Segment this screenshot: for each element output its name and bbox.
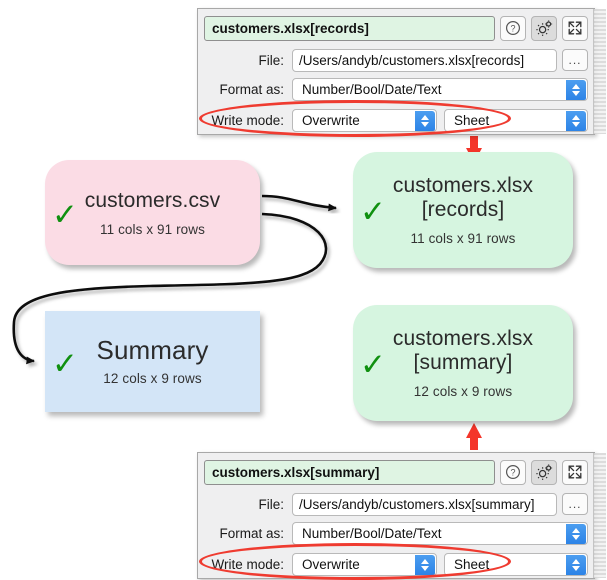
settings-button[interactable] [531, 15, 557, 41]
write-mode-label: Write mode: [211, 556, 284, 572]
check-icon: ✓ [360, 193, 386, 230]
node-subtitle: 11 cols x 91 rows [410, 231, 516, 246]
edge-csv-to-records [261, 194, 337, 212]
panel-title-row: customers.xlsx[records] ? [204, 15, 588, 41]
node-subtitle: 12 cols x 9 rows [413, 384, 513, 399]
write-scope-select[interactable]: Sheet [444, 552, 588, 576]
format-as-select[interactable]: Number/Bool/Date/Text [292, 77, 588, 101]
settings-button[interactable] [531, 459, 557, 485]
node-title: customers.csv [84, 188, 221, 212]
stepper-icon[interactable] [566, 110, 586, 131]
write-mode-select[interactable]: Overwrite [292, 108, 437, 132]
stepper-icon[interactable] [415, 554, 435, 575]
format-as-value: Number/Bool/Date/Text [302, 525, 442, 541]
write-mode-row: Write mode: Overwrite Sheet [204, 108, 588, 132]
svg-text:?: ? [510, 23, 515, 33]
format-as-value: Number/Bool/Date/Text [302, 81, 442, 97]
node-customers-xlsx-records[interactable]: ✓ customers.xlsx [records] 11 cols x 91 … [353, 152, 573, 268]
properties-panel-records: customers.xlsx[records] ? [197, 8, 606, 135]
file-path-input[interactable]: /Users/andyb/customers.xlsx[records] [292, 48, 557, 72]
help-icon: ? [505, 20, 521, 36]
svg-text:?: ? [510, 467, 515, 477]
help-icon: ? [505, 464, 521, 480]
expand-icon [568, 465, 582, 479]
check-icon: ✓ [360, 346, 386, 383]
stepper-icon[interactable] [566, 554, 586, 575]
check-icon: ✓ [52, 345, 78, 382]
check-icon: ✓ [52, 196, 78, 233]
node-customers-csv[interactable]: ✓ customers.csv 11 cols x 91 rows [45, 160, 260, 265]
stepper-icon[interactable] [566, 79, 586, 100]
file-row: File: /Users/andyb/customers.xlsx[record… [204, 48, 588, 72]
write-scope-value: Sheet [454, 556, 490, 572]
browse-button[interactable]: ... [562, 493, 588, 515]
panel-scrollbar[interactable] [593, 453, 606, 578]
write-mode-label: Write mode: [211, 112, 284, 128]
format-as-row: Format as: Number/Bool/Date/Text [204, 521, 588, 545]
file-label: File: [258, 496, 284, 512]
file-row: File: /Users/andyb/customers.xlsx[summar… [204, 492, 588, 516]
format-as-label: Format as: [219, 81, 284, 97]
write-scope-value: Sheet [454, 112, 490, 128]
browse-button[interactable]: ... [562, 49, 588, 71]
format-as-select[interactable]: Number/Bool/Date/Text [292, 521, 588, 545]
help-button[interactable]: ? [500, 459, 526, 485]
edge-csv-to-summary [12, 212, 328, 365]
format-as-row: Format as: Number/Bool/Date/Text [204, 77, 588, 101]
write-mode-value: Overwrite [302, 112, 360, 128]
node-customers-xlsx-summary[interactable]: ✓ customers.xlsx [summary] 12 cols x 9 r… [353, 305, 573, 421]
file-path-input[interactable]: /Users/andyb/customers.xlsx[summary] [292, 492, 557, 516]
node-title: Summary [96, 334, 209, 365]
help-button[interactable]: ? [500, 15, 526, 41]
write-scope-select[interactable]: Sheet [444, 108, 588, 132]
node-title: customers.xlsx [records] [392, 174, 534, 221]
red-arrow-up-icon [466, 423, 482, 450]
panel-scrollbar[interactable] [593, 9, 606, 134]
file-label: File: [258, 52, 284, 68]
node-subtitle: 12 cols x 9 rows [103, 370, 202, 386]
format-as-label: Format as: [219, 525, 284, 541]
stepper-icon[interactable] [415, 110, 435, 131]
expand-button[interactable] [562, 459, 588, 485]
item-name-field[interactable]: customers.xlsx[summary] [204, 459, 495, 485]
write-mode-select[interactable]: Overwrite [292, 552, 437, 576]
stepper-icon[interactable] [566, 523, 586, 544]
node-subtitle: 11 cols x 91 rows [100, 221, 205, 237]
expand-icon [568, 21, 582, 35]
panel-title-row: customers.xlsx[summary] ? [204, 459, 588, 485]
write-mode-value: Overwrite [302, 556, 360, 572]
write-mode-row: Write mode: Overwrite Sheet [204, 552, 588, 576]
item-name-field[interactable]: customers.xlsx[records] [204, 15, 495, 41]
node-summary[interactable]: ✓ Summary 12 cols x 9 rows [45, 311, 260, 412]
gear-icon [535, 20, 552, 36]
node-title: customers.xlsx [summary] [392, 327, 534, 374]
expand-button[interactable] [562, 15, 588, 41]
properties-panel-summary: customers.xlsx[summary] ? [197, 452, 606, 579]
gear-icon [535, 464, 552, 480]
